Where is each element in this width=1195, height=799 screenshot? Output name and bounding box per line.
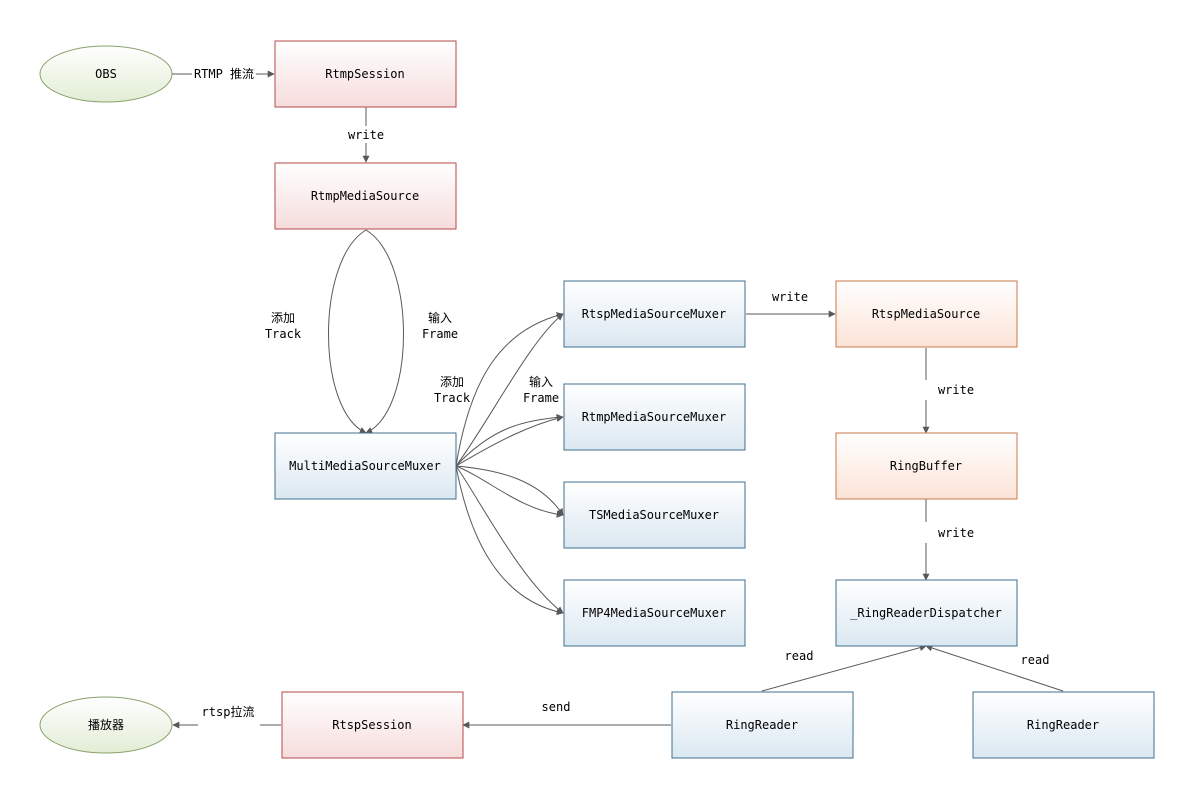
node-multi-muxer-label: MultiMediaSourceMuxer bbox=[289, 459, 441, 473]
node-ring-reader-1-label: RingReader bbox=[726, 718, 798, 732]
edge-label-rtmp-push: RTMP 推流 bbox=[194, 67, 254, 81]
edge-label-send: send bbox=[542, 700, 571, 714]
node-obs-label: OBS bbox=[95, 67, 117, 81]
edge-label-add-track-1-line2: Track bbox=[265, 327, 302, 341]
node-player-label: 播放器 bbox=[88, 717, 124, 732]
node-rtsp-media-source-label: RtspMediaSource bbox=[872, 307, 980, 321]
node-rtmp-session: RtmpSession bbox=[274, 40, 457, 108]
node-ring-reader-2: RingReader bbox=[972, 691, 1155, 759]
node-ring-reader-1: RingReader bbox=[671, 691, 854, 759]
edge-label-input-frame-2-line2: Frame bbox=[523, 391, 559, 405]
node-fmp4-muxer-label: FMP4MediaSourceMuxer bbox=[582, 606, 727, 620]
edge-label-input-frame-1-line1: 输入 bbox=[428, 310, 452, 325]
edge-label-add-track-1-line1: 添加 bbox=[271, 311, 295, 325]
edge-multi-tsmuxer-1 bbox=[455, 465, 564, 516]
edge-label-add-track-2-line1: 添加 bbox=[440, 375, 464, 389]
edge-multi-fmp4muxer-1 bbox=[455, 465, 564, 616]
edge-ringreader1-dispatcher bbox=[761, 644, 927, 692]
node-rtmp-muxer-label: RtmpMediaSourceMuxer bbox=[582, 410, 727, 424]
node-rtsp-media-source: RtspMediaSource bbox=[835, 280, 1018, 348]
edge-multi-rtmpmuxer-1 bbox=[455, 413, 564, 467]
node-ring-reader-2-label: RingReader bbox=[1027, 718, 1099, 732]
edge-label-add-track-2-line2: Track bbox=[434, 391, 471, 405]
node-fmp4-muxer: FMP4MediaSourceMuxer bbox=[563, 579, 746, 647]
edge-add-track-curve bbox=[328, 229, 367, 434]
node-multi-muxer: MultiMediaSourceMuxer bbox=[274, 432, 457, 500]
edge-multi-fmp4muxer-2 bbox=[455, 465, 564, 614]
node-ring-buffer: RingBuffer bbox=[835, 432, 1018, 500]
node-dispatcher-label: _RingReaderDispatcher bbox=[850, 606, 1002, 620]
node-ts-muxer: TSMediaSourceMuxer bbox=[563, 481, 746, 549]
node-rtsp-session-label: RtspSession bbox=[332, 718, 411, 732]
node-rtmp-media-source: RtmpMediaSource bbox=[274, 162, 457, 230]
node-rtsp-muxer: RtspMediaSourceMuxer bbox=[563, 280, 746, 348]
edge-label-read-2: read bbox=[1021, 653, 1050, 667]
edge-multi-rtspmuxer-frame bbox=[455, 313, 564, 467]
node-ring-buffer-label: RingBuffer bbox=[890, 459, 962, 473]
node-rtmp-media-source-label: RtmpMediaSource bbox=[311, 189, 419, 203]
edge-multi-rtspmuxer-track bbox=[455, 312, 564, 467]
node-rtmp-muxer: RtmpMediaSourceMuxer bbox=[563, 383, 746, 451]
node-player: 播放器 bbox=[39, 696, 173, 754]
edge-label-read-1: read bbox=[785, 649, 814, 663]
node-rtsp-muxer-label: RtspMediaSourceMuxer bbox=[582, 307, 727, 321]
edge-multi-tsmuxer-2 bbox=[455, 465, 564, 518]
node-obs: OBS bbox=[39, 45, 173, 103]
edge-label-write-4: write bbox=[938, 526, 974, 540]
edge-label-input-frame-1-line2: Frame bbox=[422, 327, 458, 341]
node-dispatcher: _RingReaderDispatcher bbox=[835, 579, 1018, 647]
node-ts-muxer-label: TSMediaSourceMuxer bbox=[589, 508, 719, 522]
edge-ringreader2-dispatcher bbox=[925, 644, 1064, 692]
edge-multi-rtmpmuxer-2 bbox=[455, 415, 564, 467]
edge-label-write-1: write bbox=[348, 128, 384, 142]
edge-label-rtsp-pull: rtsp拉流 bbox=[202, 704, 255, 719]
edge-label-write-3: write bbox=[938, 383, 974, 397]
edge-label-input-frame-2-line1: 输入 bbox=[529, 374, 553, 389]
node-rtmp-session-label: RtmpSession bbox=[325, 67, 404, 81]
edge-input-frame-curve bbox=[365, 229, 404, 434]
edge-label-write-2: write bbox=[772, 290, 808, 304]
node-rtsp-session: RtspSession bbox=[281, 691, 464, 759]
